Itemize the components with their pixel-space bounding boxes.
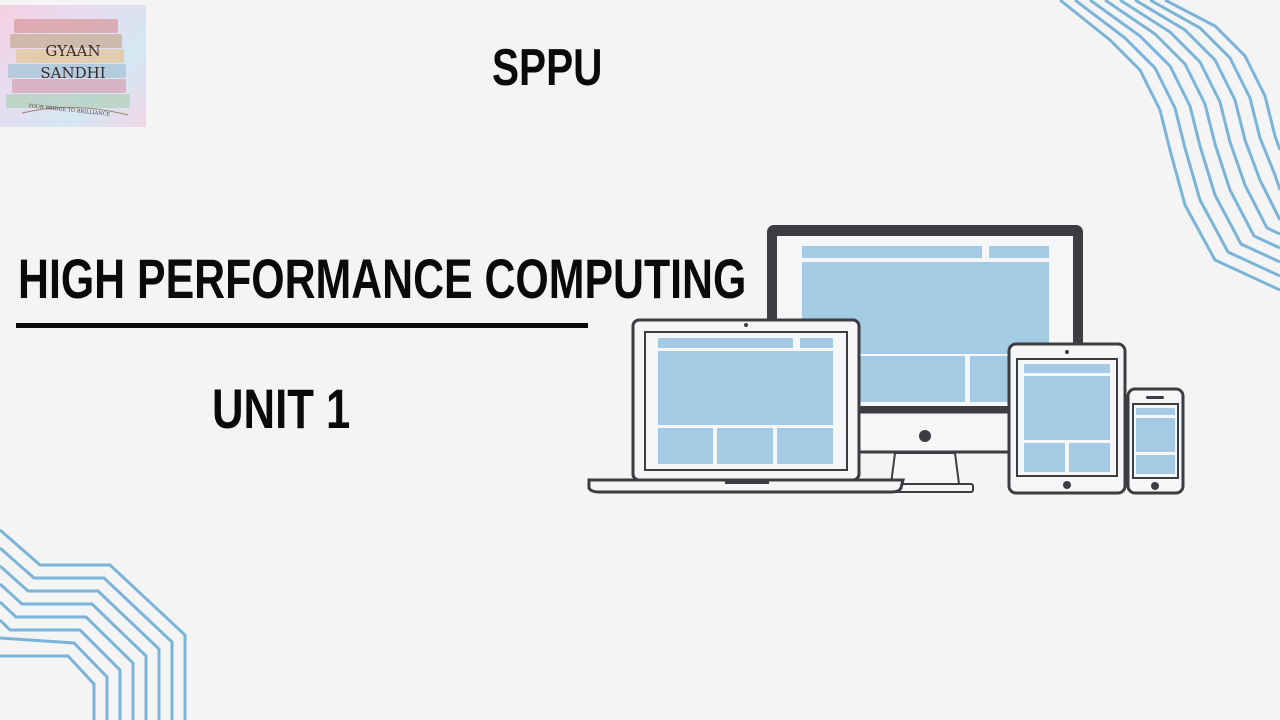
gyaan-sandhi-logo: GYAAN SANDHI YOUR BRIDGE TO BRILLIANCE [0, 5, 146, 127]
logo-title-line1: GYAAN [45, 42, 101, 60]
tablet-icon [1007, 342, 1127, 495]
book-stack-icon [6, 19, 130, 116]
institution-heading: SPPU [492, 39, 603, 97]
unit-subtitle: UNIT 1 [212, 377, 351, 440]
logo-title-line2: SANDHI [40, 64, 106, 82]
course-title: HIGH PERFORMANCE COMPUTING [18, 247, 747, 310]
title-underline [16, 323, 588, 328]
phone-icon [1126, 387, 1185, 495]
responsive-devices-icon [587, 225, 1185, 495]
wavy-lines-top-right [1059, 0, 1280, 292]
laptop-icon [587, 318, 905, 494]
wavy-lines-bottom-left [0, 528, 187, 720]
